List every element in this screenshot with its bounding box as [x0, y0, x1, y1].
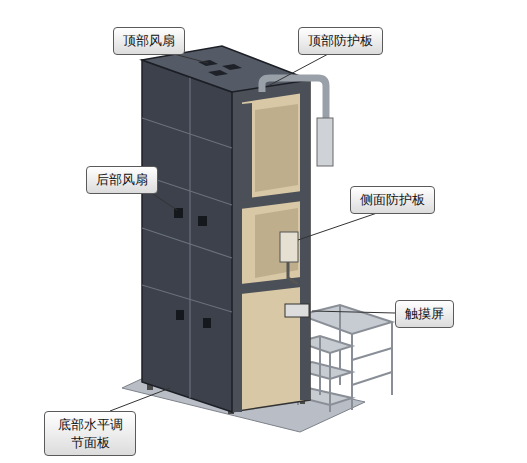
callout-box: 顶部防护板: [298, 27, 383, 55]
interior-shading: [255, 104, 298, 278]
duct-box: [317, 118, 333, 166]
callout-box: 触摸屏: [395, 300, 454, 328]
side-face: [232, 80, 310, 412]
callout-box: 顶部风扇: [113, 27, 185, 55]
rear-fans: [174, 208, 211, 328]
callout-label: 侧面防护板: [360, 191, 425, 209]
callout-label: 底部水平调节面板: [54, 416, 126, 451]
touch-screen: [285, 304, 309, 317]
callout-box: 后部风扇: [86, 166, 158, 194]
callout-label: 顶部防护板: [308, 32, 373, 50]
front-face: [142, 60, 232, 412]
screen-arm: [288, 262, 298, 284]
panel-seams: [142, 77, 232, 398]
callout-label: 后部风扇: [96, 171, 148, 189]
leader-lines: [110, 53, 395, 411]
callout-box: 侧面防护板: [350, 186, 435, 214]
callout-label: 顶部风扇: [123, 32, 175, 50]
callout-label: 触摸屏: [405, 305, 444, 323]
callout-box: 底部水平调节面板: [44, 411, 136, 456]
side-guard: [280, 232, 298, 262]
side-frame: [232, 80, 310, 412]
